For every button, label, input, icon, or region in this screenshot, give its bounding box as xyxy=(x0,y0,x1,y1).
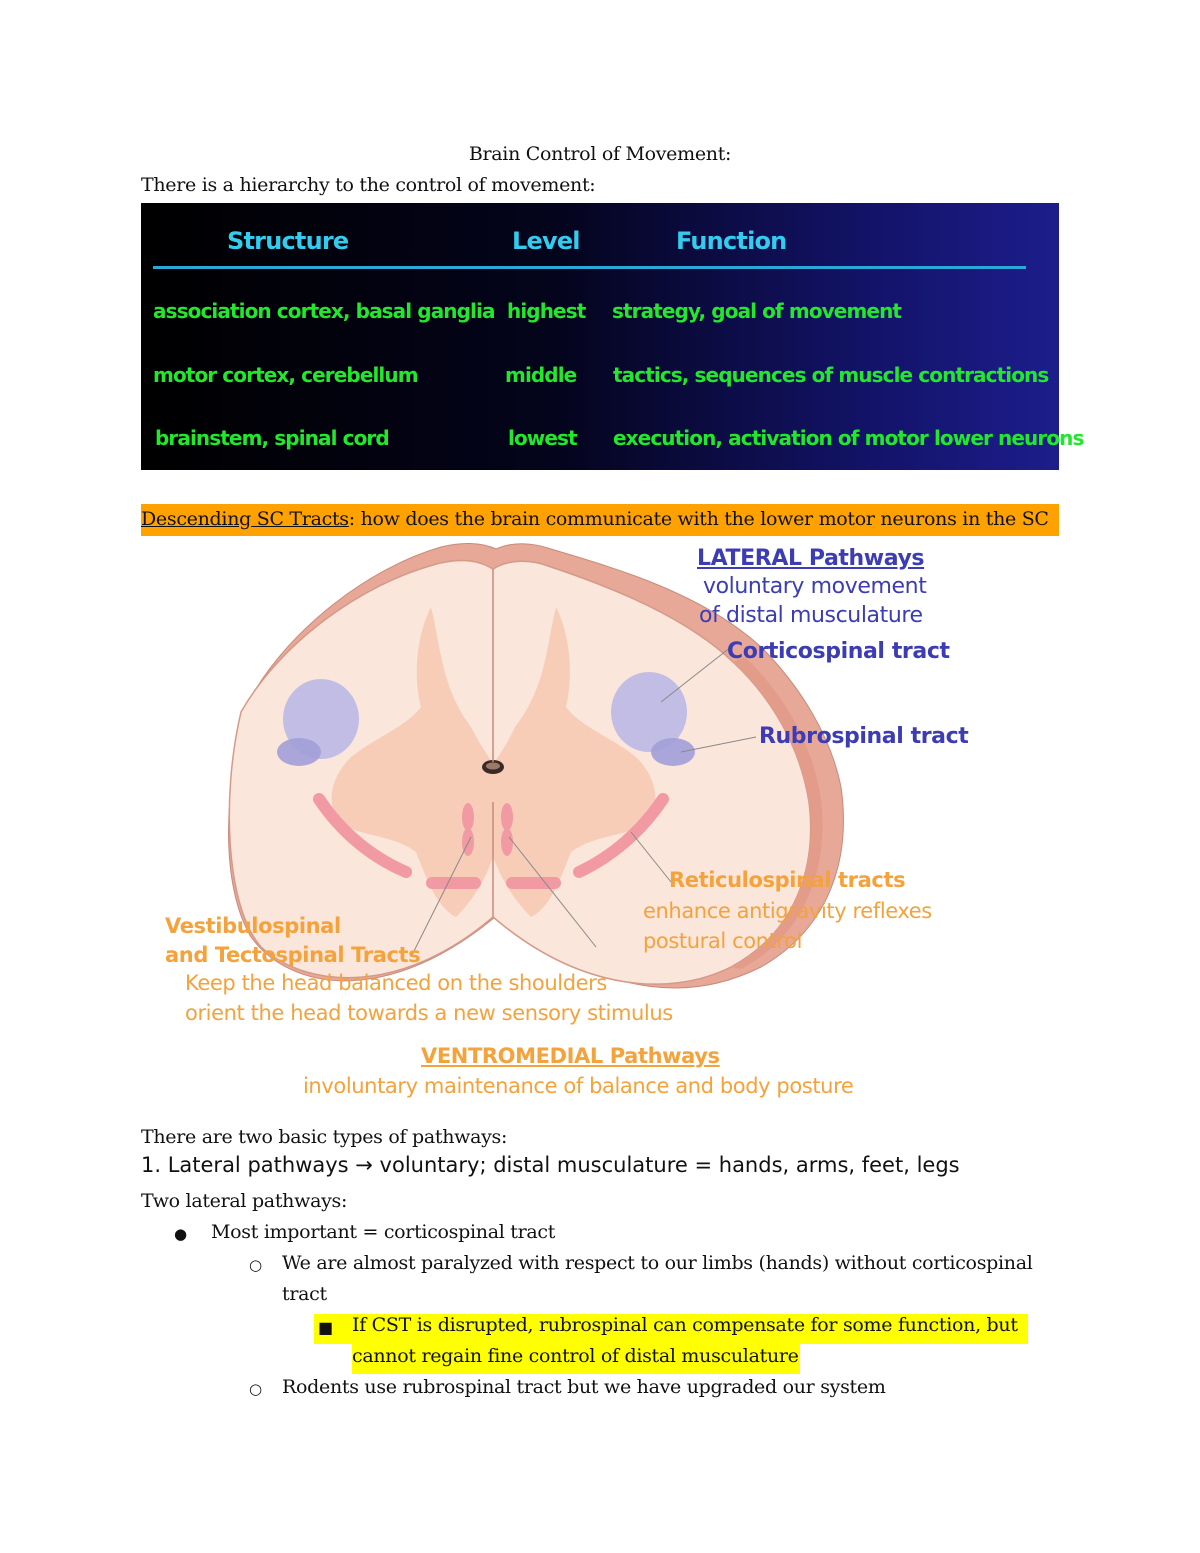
bullet-filled-icon: ● xyxy=(174,1225,188,1243)
lateral-desc-line-2: of distal musculature xyxy=(699,603,923,628)
header-level: Level xyxy=(512,227,581,255)
row-2-level: middle xyxy=(505,363,577,387)
bullet-hollow-icon: ○ xyxy=(249,1256,263,1274)
lateral-desc-line-1: voluntary movement xyxy=(703,574,927,599)
intro-text: There is a hierarchy to the control of m… xyxy=(141,174,596,196)
subsub-cst-line-1: If CST is disrupted, rubrospinal can com… xyxy=(352,1314,1018,1336)
ventromedial-pathways-title: VENTROMEDIAL Pathways xyxy=(421,1044,720,1068)
row-1-structure: association cortex, basal ganglia xyxy=(153,299,495,323)
descending-tracts-heading: Descending SC Tracts: how does the brain… xyxy=(141,504,1059,536)
subbullet-paralyzed-line-2: tract xyxy=(282,1283,327,1305)
two-lateral-text: Two lateral pathways: xyxy=(141,1190,348,1212)
subbullet-rodents: Rodents use rubrospinal tract but we hav… xyxy=(282,1376,886,1398)
row-2-structure: motor cortex, cerebellum xyxy=(153,363,419,387)
descending-tracts-question: : how does the brain communicate with th… xyxy=(348,508,1049,530)
header-function: Function xyxy=(676,227,787,255)
header-divider xyxy=(153,266,1026,269)
hierarchy-table: Structure Level Function association cor… xyxy=(141,203,1084,470)
tectospinal-label: and Tectospinal Tracts xyxy=(165,943,421,967)
row-3-function: execution, activation of motor lower neu… xyxy=(613,426,1084,450)
vestibulospinal-label: Vestibulospinal xyxy=(165,914,341,938)
row-3-structure: brainstem, spinal cord xyxy=(155,426,390,450)
page-title: Brain Control of Movement: xyxy=(468,143,732,165)
row-2-function: tactics, sequences of muscle contraction… xyxy=(613,363,1049,387)
reticulospinal-desc-line-1: enhance antigravity reflexes xyxy=(643,899,932,923)
descending-tracts-link[interactable]: Descending SC Tracts xyxy=(141,508,349,530)
row-1-function: strategy, goal of movement xyxy=(612,299,902,323)
vestibulospinal-desc-line-1: Keep the head balanced on the shoulders xyxy=(185,971,607,995)
spinal-cord-cross-section xyxy=(228,543,844,989)
corticospinal-label: Corticospinal tract xyxy=(727,639,950,664)
rubrospinal-label: Rubrospinal tract xyxy=(759,724,969,749)
ventromedial-desc: involuntary maintenance of balance and b… xyxy=(303,1074,854,1098)
lateral-pathways-heading: 1. Lateral pathways → voluntary; distal … xyxy=(141,1153,960,1177)
lateral-pathways-title: LATERAL Pathways xyxy=(697,546,925,571)
vestibulospinal-desc-line-2: orient the head towards a new sensory st… xyxy=(185,1001,673,1025)
bullet-corticospinal: Most important = corticospinal tract xyxy=(211,1221,556,1243)
spinal-cord-diagram: LATERAL Pathways voluntary movement of d… xyxy=(141,537,1059,1117)
reticulospinal-desc-line-2: postural control xyxy=(643,929,803,953)
row-1-level: highest xyxy=(507,299,586,323)
subbullet-paralyzed-line-1: We are almost paralyzed with respect to … xyxy=(282,1252,1033,1274)
highlight-block-2 xyxy=(352,1344,800,1374)
subsub-cst-line-2: cannot regain fine control of distal mus… xyxy=(352,1345,799,1367)
header-structure: Structure xyxy=(227,227,349,255)
bullet-hollow-icon: ○ xyxy=(249,1380,263,1398)
reticulospinal-label: Reticulospinal tracts xyxy=(669,868,906,892)
row-3-level: lowest xyxy=(508,426,578,450)
two-types-text: There are two basic types of pathways: xyxy=(141,1126,508,1148)
highlight-block-1 xyxy=(314,1314,1028,1344)
bullet-square-icon: ■ xyxy=(318,1318,334,1337)
